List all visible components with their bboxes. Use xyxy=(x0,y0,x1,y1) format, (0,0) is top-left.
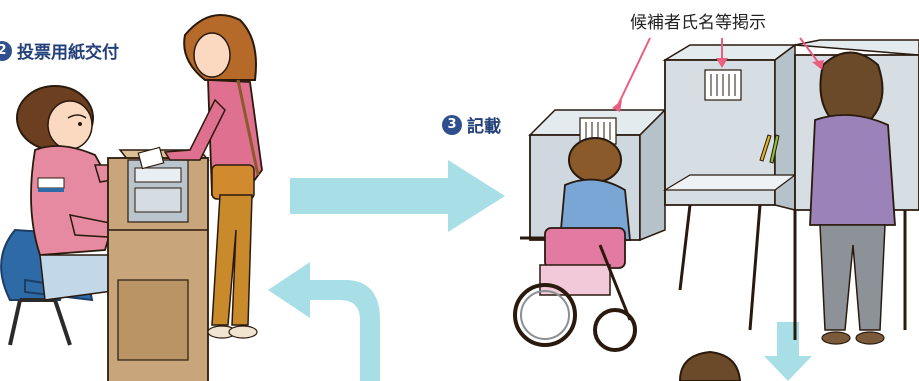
standing-voter xyxy=(809,51,896,345)
callout-pointers xyxy=(612,37,824,112)
wheelchair-voter xyxy=(513,137,637,352)
next-voter-head xyxy=(678,350,742,381)
flow-arrow-right xyxy=(290,160,505,232)
flow-arrow-return xyxy=(268,262,380,381)
flow-arrow-down xyxy=(764,322,812,381)
step-label-ballot-issuance: 2 投票用紙交付 xyxy=(0,38,119,63)
reception-desk xyxy=(107,149,210,381)
step-label-writing: 3 記載 xyxy=(442,112,501,137)
voter-woman xyxy=(137,14,263,339)
step-number-badge: 2 xyxy=(0,40,12,61)
callout-candidate-posting: 候補者氏名等掲示 xyxy=(630,13,766,33)
step-number-badge: 3 xyxy=(442,114,462,135)
step-label-text: 投票用紙交付 xyxy=(17,43,119,63)
step-label-text: 記載 xyxy=(467,117,501,137)
